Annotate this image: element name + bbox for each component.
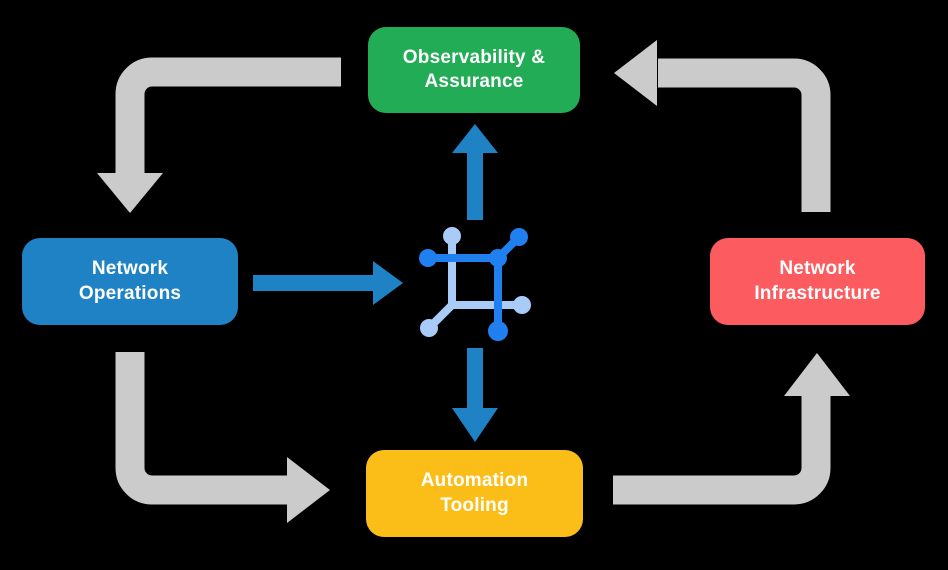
arrow-observability-to-operations [97,57,341,213]
arrow-automation-to-infrastructure [613,353,850,505]
node-label-line1: Network [91,258,169,280]
node-network-infrastructure: Network Infrastructure [710,238,925,325]
node-label-line2: Infrastructure [754,282,881,304]
node-label-line2: Operations [78,282,182,304]
arrow-operations-to-center [253,261,403,305]
arrow-center-to-observability [452,124,498,220]
arrow-center-to-automation [452,348,498,442]
node-label-line1: Network [779,258,856,280]
node-automation-tooling: Automation Tooling [366,450,583,537]
arrow-operations-to-automation [115,352,330,523]
node-network-operations: Network Operations [22,238,238,325]
node-label-line1: Observability & [402,46,546,68]
node-observability-assurance: Observability & Assurance [368,27,580,113]
network-fabric-icon [419,227,531,341]
node-label-line2: Tooling [440,494,509,516]
arrow-infrastructure-to-observability [614,40,831,212]
node-label-line2: Assurance [424,71,524,92]
node-label-line1: Automation [420,470,529,492]
